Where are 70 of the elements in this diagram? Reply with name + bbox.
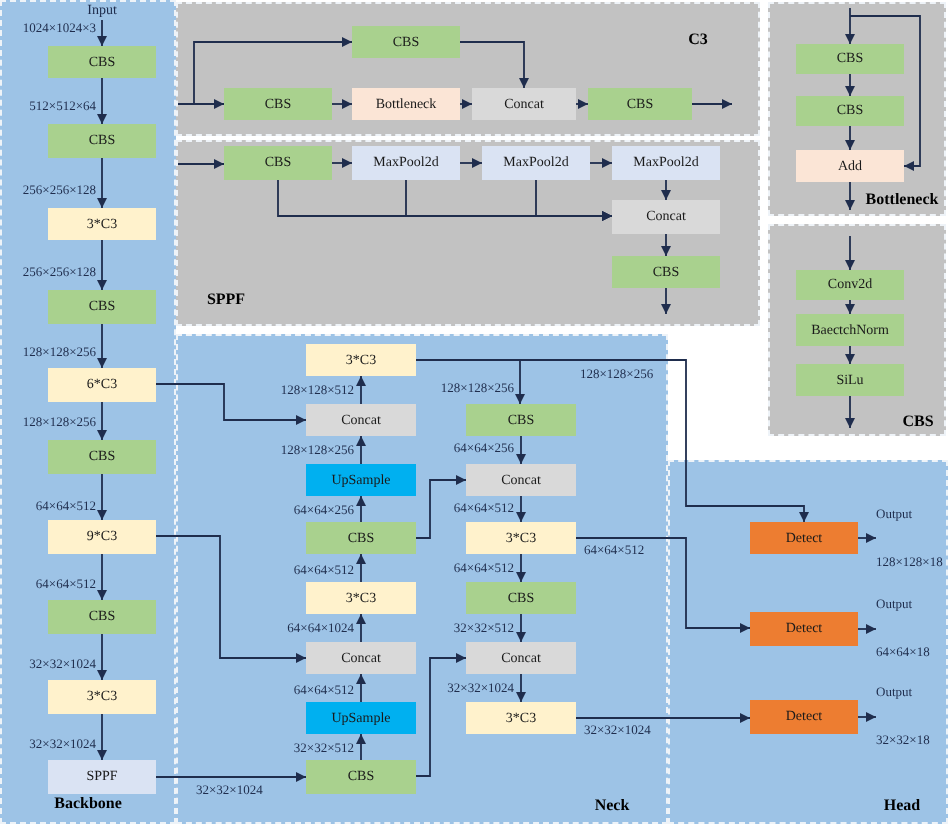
arrow [575,99,589,109]
arrow [356,495,366,523]
arrow [516,673,526,703]
arrow [97,77,107,125]
arrow [849,15,921,171]
module-panel [176,2,760,136]
arrow [177,99,225,109]
arrow [857,624,877,634]
arrow [589,158,613,168]
arrow [516,553,526,583]
module-panel [176,334,668,824]
arrow [356,613,366,643]
arrow [97,553,107,601]
arrow [97,19,107,47]
module-panel [768,2,946,216]
arrow [155,383,307,425]
arrow [97,323,107,369]
arrow [459,41,529,89]
module-panel [176,140,760,326]
arrow [97,473,107,521]
arrow [535,179,613,221]
arrow [845,7,855,45]
arrow [331,158,353,168]
module-panel [0,0,176,824]
module-panel [668,460,948,824]
panel-title: Backbone [54,796,122,812]
module-panel [768,224,946,436]
arrow [356,673,366,703]
arrow [356,375,366,405]
arrow [845,299,855,315]
arrow [331,99,353,109]
arrow [356,435,366,465]
arrow [97,157,107,209]
arrow [857,533,877,543]
arrow [459,99,473,109]
arrow [845,345,855,365]
arrow [415,475,467,539]
arrow [691,99,733,109]
arrow [97,401,107,441]
arrow [155,772,307,782]
arrow [575,713,751,723]
arrow [575,537,751,633]
arrow [516,435,526,465]
arrow [516,613,526,643]
panel-title: Head [883,798,921,814]
arrow [661,287,671,315]
panel-title: Bottleneck [865,192,939,208]
arrow [97,633,107,681]
arrow [356,553,366,583]
arrow [661,179,671,201]
panel-title: Neck [594,798,630,814]
arrow [97,239,107,291]
arrow [857,712,877,722]
arrow [845,181,855,211]
arrow [459,158,483,168]
arrow [516,495,526,523]
arrow [845,235,855,271]
arrow [177,159,225,169]
panel-title: SPPF [206,292,246,308]
arrow [97,713,107,761]
arrow [356,733,366,761]
arrow [155,535,307,663]
arrow [415,653,467,777]
arrow [845,395,855,429]
arrow [193,37,353,105]
arrow [845,73,855,97]
arrow [845,125,855,151]
panel-title: C3 [688,32,708,48]
panel-title: CBS [902,414,934,430]
arrow [661,233,671,257]
